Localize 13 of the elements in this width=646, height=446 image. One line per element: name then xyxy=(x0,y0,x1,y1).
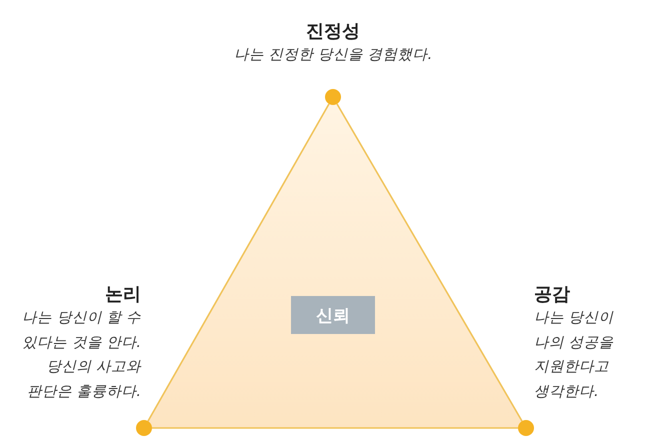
vertex-description: 나는 진정한 당신을 경험했다. xyxy=(232,46,434,65)
vertex-description: 나는 당신이 나의 성공을 지원한다고 생각한다. xyxy=(534,309,615,402)
connector-line xyxy=(152,427,518,429)
connector-line xyxy=(147,104,330,422)
vertex-heading: 공감 xyxy=(534,284,571,306)
vertex-dot xyxy=(325,89,341,105)
vertex-dot xyxy=(136,420,152,436)
vertex-dot xyxy=(518,420,534,436)
center-label: 신뢰 xyxy=(291,296,375,334)
vertex-heading: 진정성 xyxy=(305,21,361,43)
connector-line xyxy=(336,104,523,422)
vertex-heading: 논리 xyxy=(104,284,141,306)
vertex-description: 나는 당신이 할 수 있다는 것을 안다. 당신의 사고와 판단은 훌륭하다. xyxy=(21,309,141,402)
